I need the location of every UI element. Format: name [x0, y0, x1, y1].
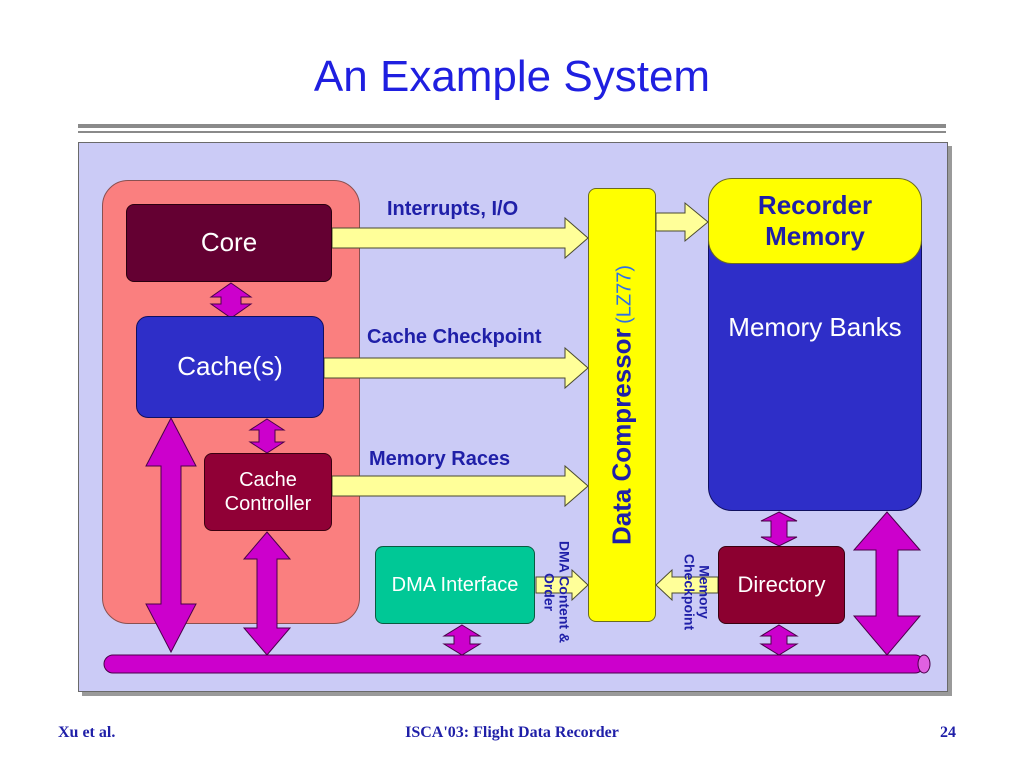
- directory-compressor-arrow: [655, 568, 719, 602]
- data-compressor-block: [588, 188, 656, 622]
- data-compressor-title: Data Compressor: [606, 328, 637, 546]
- directory-bus-arrow: [759, 624, 799, 656]
- title-divider: [78, 124, 946, 128]
- memory-bus-arrow: [852, 511, 922, 656]
- core-box: Core: [126, 204, 332, 282]
- cache-bus-arrow: [145, 416, 197, 654]
- dma-interface-box: DMA Interface: [375, 546, 535, 624]
- cache-controller-box: Cache Controller: [204, 453, 332, 531]
- core-cache-arrow: [209, 282, 253, 319]
- slide-title: An Example System: [313, 52, 711, 101]
- controller-bus-arrow: [242, 531, 292, 656]
- memory-directory-arrow: [760, 511, 798, 547]
- recorder-memory-box: Recorder Memory: [708, 178, 922, 264]
- cache-checkpoint-arrow: [323, 346, 589, 390]
- memory-races-arrow: [331, 464, 589, 508]
- cache-checkpoint-label: Cache Checkpoint: [367, 326, 542, 348]
- dma-compressor-arrow: [535, 568, 589, 602]
- system-bus: [103, 654, 931, 674]
- title-divider-thin: [78, 131, 946, 133]
- memory-banks-label: Memory Banks: [728, 312, 902, 342]
- memory-banks-block: [708, 215, 922, 511]
- cache-controller-arrow: [248, 418, 286, 454]
- data-compressor-algorithm: (LZ77): [613, 264, 636, 324]
- interrupts-label: Interrupts, I/O: [387, 198, 519, 220]
- compressor-recorder-arrow: [655, 201, 709, 243]
- directory-box: Directory: [718, 546, 845, 624]
- memory-races-label: Memory Races: [369, 448, 511, 470]
- dma-bus-arrow: [442, 624, 482, 656]
- footer-author: Xu et al.: [58, 724, 116, 741]
- footer-venue: ISCA'03: Flight Data Recorder: [405, 724, 619, 741]
- interrupts-arrow: [331, 216, 589, 260]
- page-number: 24: [940, 724, 956, 741]
- cache-box: Cache(s): [136, 316, 324, 418]
